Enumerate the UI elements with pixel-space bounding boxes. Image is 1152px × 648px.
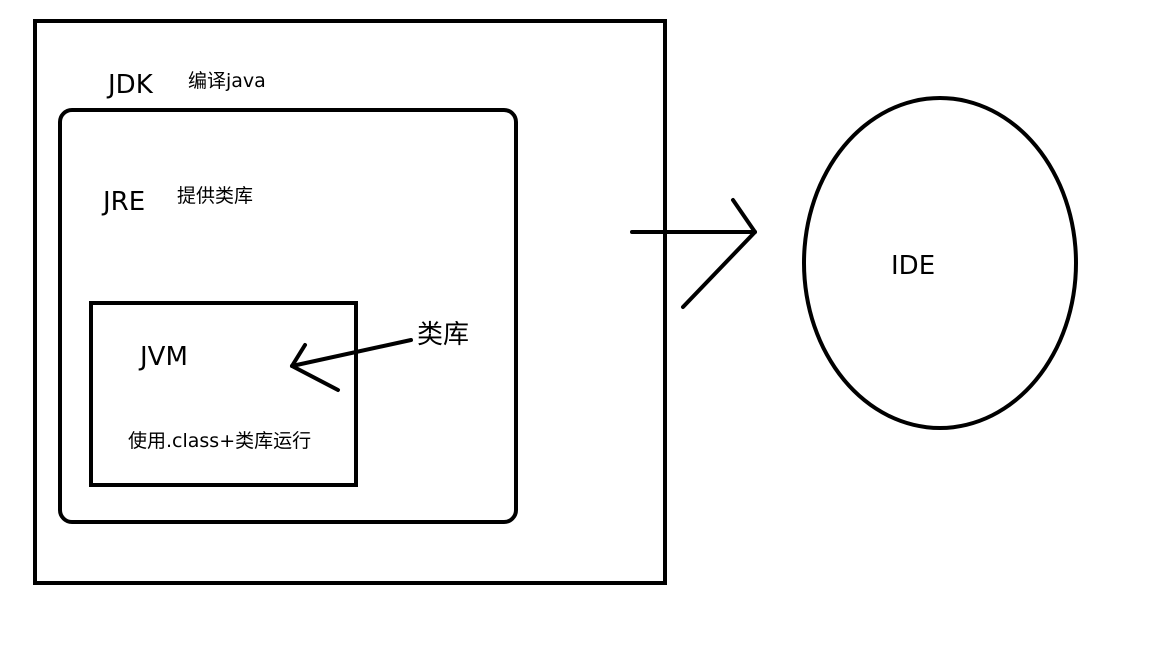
jdk-label: JDK (108, 70, 153, 100)
jre-note: 提供类库 (177, 185, 254, 207)
ide-ellipse (802, 96, 1078, 430)
jdk-box (33, 19, 667, 585)
jvm-label: JVM (140, 342, 188, 372)
library-label: 类库 (417, 320, 470, 350)
library-to-jvm-arrow-line (290, 338, 413, 368)
jvm-box (89, 301, 358, 487)
jdk-to-ide-arrow-head (681, 198, 757, 309)
jvm-note: 使用.class+类库运行 (128, 430, 312, 452)
ide-label: IDE (891, 251, 936, 281)
jdk-note: 编译java (188, 70, 266, 92)
library-to-jvm-arrow-head (290, 343, 340, 392)
library-to-jvm-arrow (290, 338, 413, 392)
jre-label: JRE (103, 187, 146, 217)
jdk-to-ide-arrow (630, 198, 757, 309)
jre-box (58, 108, 518, 524)
